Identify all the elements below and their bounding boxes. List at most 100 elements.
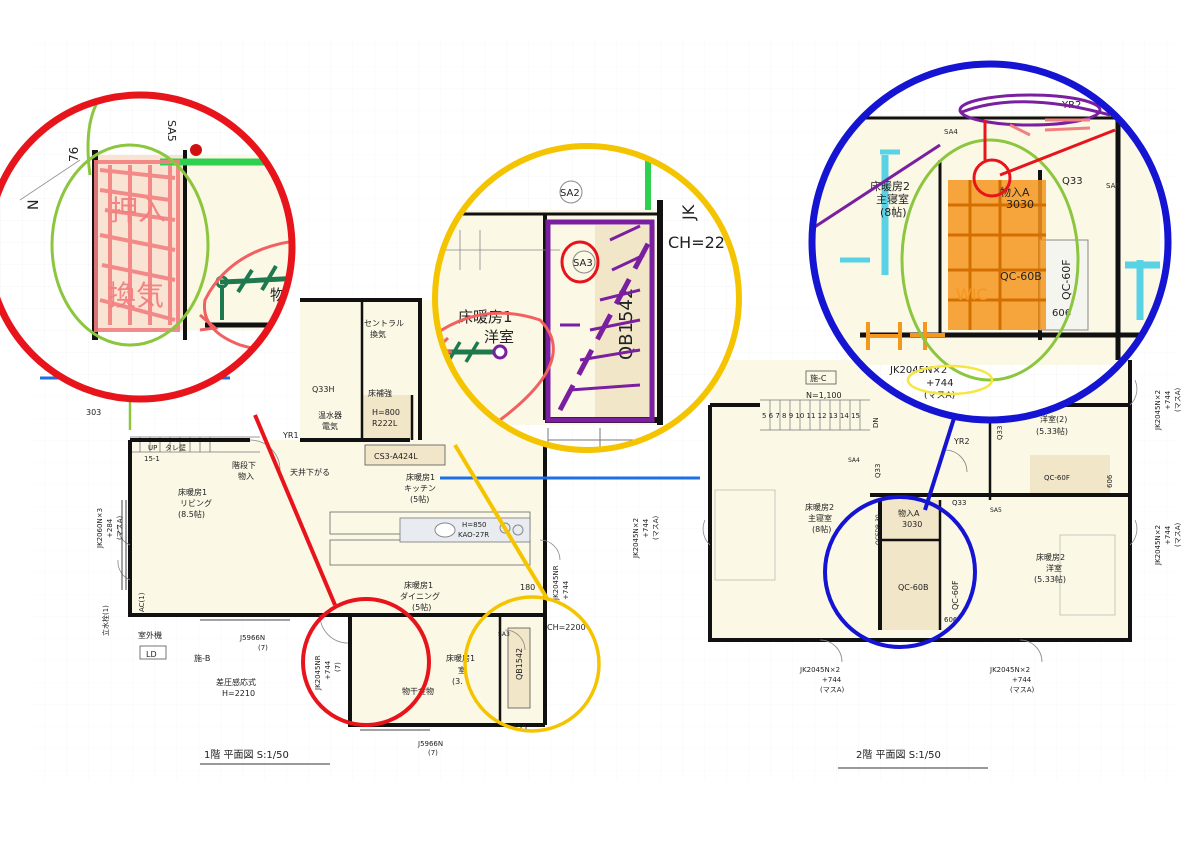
f1-jk2045-right-b: +744: [562, 580, 570, 600]
f1-wall: タレ壁: [165, 443, 186, 452]
f1-dim-303: 303: [86, 408, 101, 417]
f1-western-size: (3.: [452, 677, 463, 686]
blue-zoom-q33: Q33: [1062, 176, 1083, 187]
f1-central-vent-2: 換気: [370, 329, 386, 339]
red-zoom-sa5: SA5: [165, 120, 178, 142]
f2-n1100: N=1,100: [806, 391, 842, 400]
f2-jk-right-b: +744: [1164, 390, 1172, 410]
f2-jk-top-c: (マスA): [1174, 522, 1182, 547]
floor-1-plan: セントラル 換気 床補強 Q33H 温水器 電気 H=800 R222L YR1…: [40, 298, 700, 765]
floor-2-title: 2階 平面図 S:1/50: [856, 749, 941, 761]
f2-jk-br: JK2045N×2: [989, 666, 1030, 674]
f2-western1-size: (5.33帖): [1036, 426, 1068, 436]
f1-outdoor-unit: 室外機: [138, 630, 162, 640]
f1-stair-storage-2: 物入: [238, 471, 254, 481]
f2-sa4: SA4: [848, 457, 860, 464]
f2-jk-left-b: +744: [642, 518, 650, 538]
f1-jk2045-right: JK2045NR: [552, 565, 560, 601]
f1-dim-455: 455: [512, 723, 527, 732]
red-zoom-text-2: 換気: [108, 279, 164, 312]
f2-western1-name: 洋室(2): [1040, 414, 1067, 424]
f1-living-size: (8.5帖): [178, 509, 205, 519]
blue-zoom-detail: 床暖房2 主寝室 (8帖) QC-60F 606 Q33 SA4 SA5 YR2…: [812, 64, 1168, 420]
f2-q33-a: Q33: [874, 464, 882, 478]
f2-qc60b: QC-60B: [898, 583, 928, 592]
f1-sink-model: KAO-27R: [458, 531, 489, 539]
f2-jk-left: JK2045N×2: [632, 518, 640, 559]
f1-jk2060: JK2060N×3: [96, 508, 104, 549]
f1-j5966-top: J5966N: [239, 634, 265, 642]
f1-water-heater-2: 電気: [322, 421, 338, 431]
f2-jk-bl: JK2045N×2: [799, 666, 840, 674]
f2-q33-b: Q33: [952, 499, 966, 507]
f2-jk-right-c: (マスA): [1174, 387, 1182, 412]
f1-jk2045-left-b: +744: [324, 660, 332, 680]
yellow-zoom-sa2: SA2: [560, 188, 580, 199]
blue-zoom-storage-code: 3030: [1006, 198, 1034, 211]
f1-faucet: 立水栓(1): [101, 605, 110, 636]
f1-living-room: 床暖房1: [178, 487, 207, 497]
f2-western2-room: 床暖房2: [1036, 552, 1065, 562]
f1-central-vent-1: セントラル: [364, 319, 404, 328]
f1-dim-180: 180: [520, 583, 535, 592]
f1-jk2060-b: +284: [106, 518, 114, 538]
yellow-zoom-room-2: 洋室: [484, 328, 514, 346]
f1-ceiling-note: 天井下がる: [290, 467, 330, 477]
f2-storage: 物入A: [898, 508, 920, 518]
blue-zoom-dim-606: 606: [1052, 308, 1071, 319]
f1-sa3: SA3: [498, 631, 510, 638]
f1-western-name: 室: [458, 665, 466, 675]
blue-zoom-qc60b: QC-60B: [1000, 270, 1042, 283]
f2-storage-code: 3030: [902, 520, 922, 529]
blue-zoom-qc60f: QC-60F: [1060, 259, 1073, 300]
blue-zoom-room-2: 主寝室: [876, 192, 909, 206]
f1-jk2045-left-c: (7): [334, 662, 342, 672]
blue-source-circle: [823, 495, 977, 649]
f1-dining-size: (5帖): [412, 602, 431, 612]
f2-jk-br-c: (マスA): [1010, 686, 1035, 694]
f2-qc60f-b: QC-60F: [1044, 474, 1070, 482]
blue-zoom-jk-c: (マスA): [924, 391, 955, 401]
floor-1-title: 1階 平面図 S:1/50: [204, 749, 289, 761]
f2-jk-right: JK2045N×2: [1154, 390, 1162, 431]
f1-jk2045-left: JK2045NR: [314, 655, 322, 691]
blue-zoom-sa4: SA4: [944, 128, 958, 136]
f1-ac: AC(1): [138, 592, 146, 612]
red-zoom-detail: 押入 換気 物干金物 SA5 76 N: [0, 95, 292, 399]
f1-cs3: CS3-A424L: [374, 452, 418, 461]
f1-sensor: 差圧感応式: [216, 677, 256, 687]
red-zoom-circle: [0, 91, 296, 403]
f1-kitchen-room: 床暖房1: [406, 472, 435, 482]
f1-water-heater-1: 温水器: [318, 410, 342, 420]
f1-stair-storage-1: 階段下: [232, 460, 256, 470]
f1-dining-room: 床暖房1: [404, 580, 433, 590]
f2-jk-br-b: +744: [1012, 676, 1032, 684]
f1-ch: CH=2200: [547, 623, 586, 632]
f2-shi-c: 施-C: [810, 373, 827, 383]
red-source-circle: [301, 597, 431, 727]
f2-master-room: 床暖房2: [805, 502, 834, 512]
blue-zoom-circle: [808, 60, 1172, 424]
f2-jk-left-c: (マスA): [652, 515, 660, 540]
red-zoom-n: N: [26, 200, 42, 210]
yellow-zoom-ch: CH=2200: [668, 233, 745, 252]
f2-jk-bl-b: +744: [822, 676, 842, 684]
f1-shi-b: 施-B: [194, 653, 210, 663]
f1-step: 15-1: [144, 455, 160, 463]
f2-master-name: 主寝室: [808, 513, 832, 523]
f2-q33-c: Q33: [996, 426, 1004, 440]
f1-j5966-bot: J5966N: [417, 740, 443, 748]
blue-zoom-room-3: (8帖): [880, 206, 907, 219]
f1-floor-wash: 床補強: [368, 388, 392, 398]
f2-jk-top: JK2045N×2: [1154, 525, 1162, 566]
f2-sa5: SA5: [990, 507, 1002, 514]
red-zoom-dim-76: 76: [67, 147, 81, 162]
blue-zoom-sa5: SA5: [1106, 182, 1120, 190]
f2-stairs: 5 6 7 8 9 10 11 12 13 14 15: [762, 412, 860, 420]
blue-zoom-jk-b: +744: [926, 378, 953, 389]
f2-dn: DN: [872, 417, 880, 428]
yellow-zoom-jk: JK: [679, 204, 698, 221]
yellow-zoom-sa3: SA3: [573, 258, 593, 269]
f2-western2-size: (5.33帖): [1034, 574, 1066, 584]
f1-window-800-model: R222L: [372, 419, 398, 428]
